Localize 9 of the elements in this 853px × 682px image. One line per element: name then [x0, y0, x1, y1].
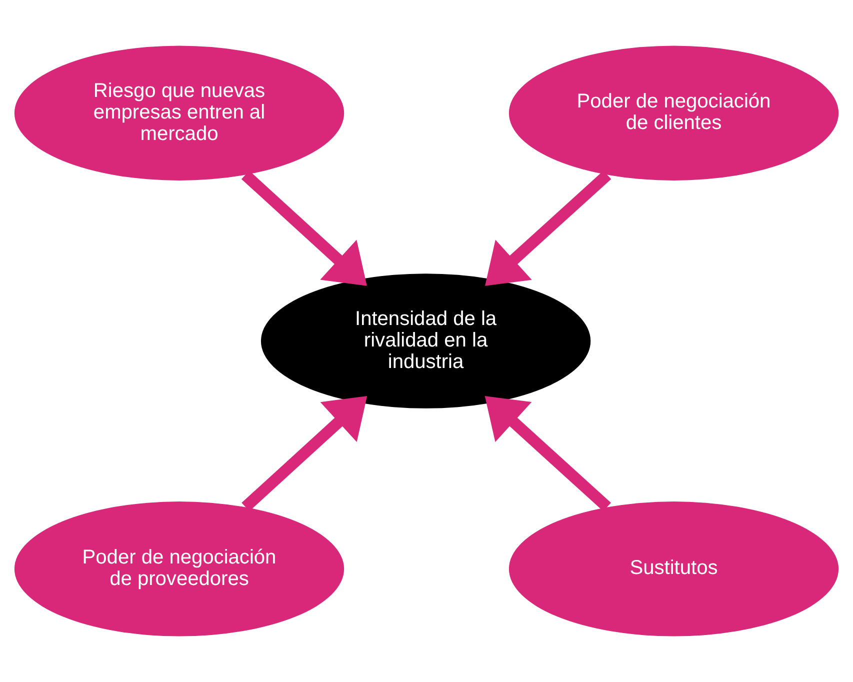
arrow — [241, 170, 367, 286]
arrow — [484, 396, 611, 512]
node-ellipse: Intensidad de la rivalidad en la industria — [260, 274, 591, 408]
node-ellipse: Riesgo que nuevas empresas entren al mercado — [14, 46, 344, 180]
arrow — [242, 396, 368, 512]
node-ellipse: Poder de negociación de clientes — [508, 46, 839, 180]
arrow — [485, 170, 612, 286]
node-ellipse: Poder de negociación de proveedores — [14, 502, 344, 636]
node-ellipse: Sustitutos — [508, 502, 839, 636]
